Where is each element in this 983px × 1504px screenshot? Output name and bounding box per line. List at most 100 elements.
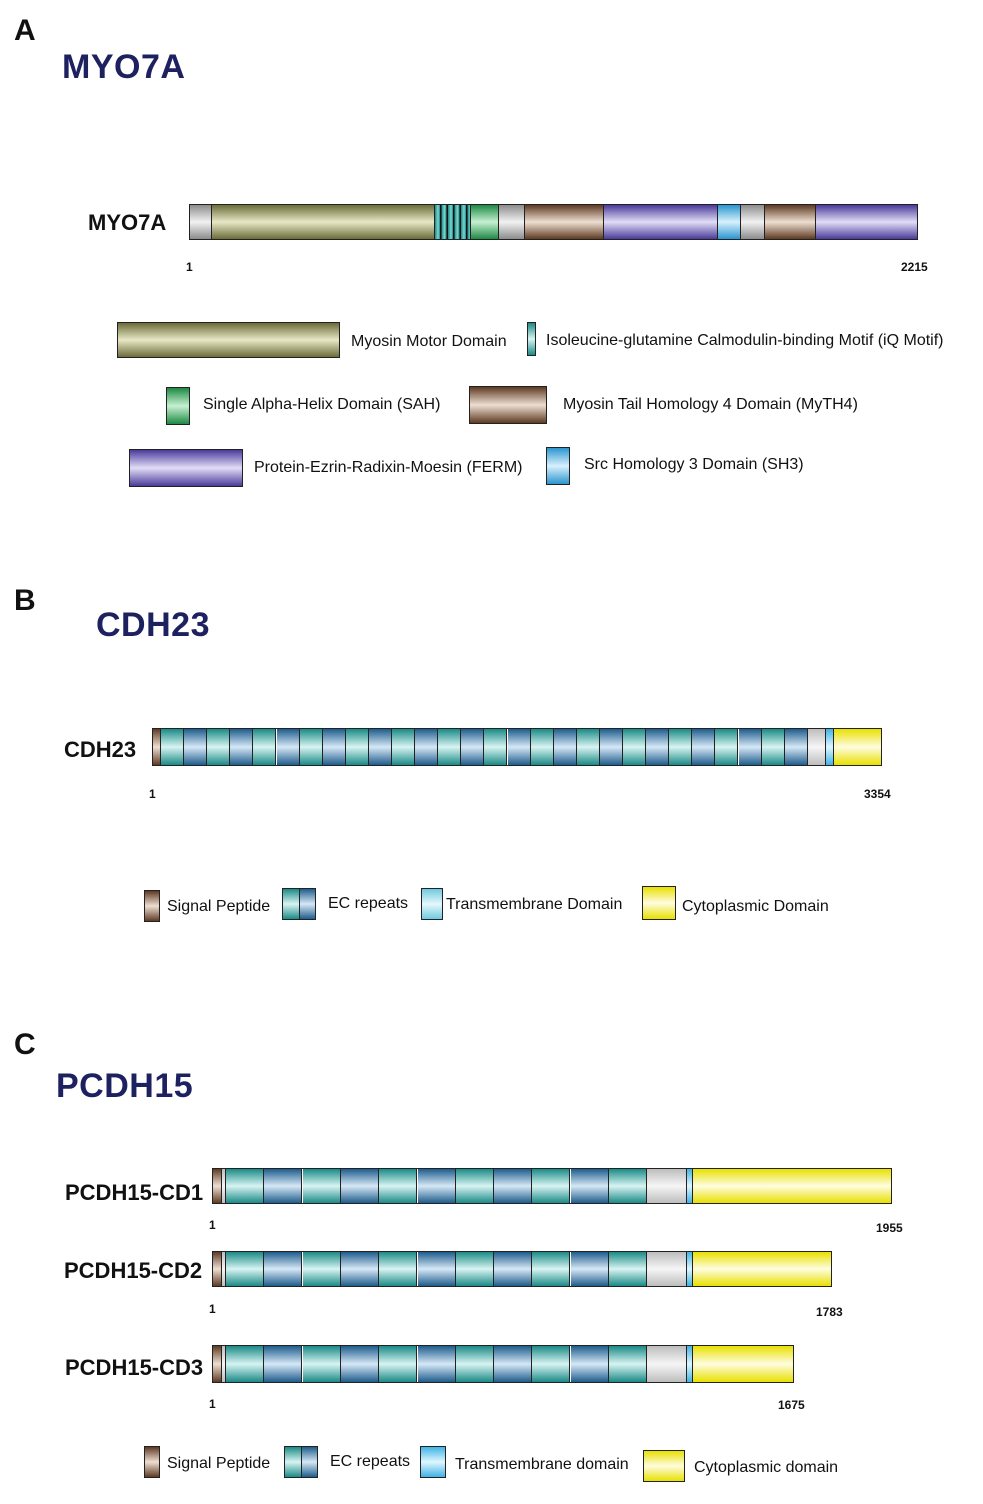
cdh23-ec-repeat (762, 729, 785, 765)
pcdh15-cytoplasmic-domain (693, 1169, 891, 1203)
cdh23-ec-repeat (600, 729, 623, 765)
cdh23-ec-repeat (739, 729, 762, 765)
legend-swatch-sah (166, 387, 190, 425)
legend-label-sh3: Src Homology 3 Domain (SH3) (584, 456, 804, 473)
pcdh15-ec-repeat (456, 1169, 494, 1203)
pcdh15-ec-repeat (264, 1169, 302, 1203)
pcdh15-ec-repeat (226, 1252, 264, 1286)
cdh23-ec-repeat (461, 729, 484, 765)
cdh23-signal-peptide (153, 729, 161, 765)
panel-a-title: MYO7A (62, 48, 186, 86)
pcdh15-cd1-domain-bar (212, 1168, 892, 1204)
legend-swatch-ferm (129, 449, 243, 487)
pcdh15-ec-repeat (341, 1169, 379, 1203)
legend-label-motor: Myosin Motor Domain (351, 333, 507, 350)
pcdh15-transmembrane-domain (687, 1169, 693, 1203)
pcdh15-ec-repeat (341, 1346, 379, 1382)
myo7a-sh3-domain (718, 205, 741, 239)
pcdh15-linker-segment (647, 1252, 687, 1286)
pcdh15-ec-repeat (532, 1252, 570, 1286)
legend-label-transmembrane: Transmembrane Domain (446, 896, 623, 913)
pcdh15-ec-repeat (264, 1252, 302, 1286)
pcdh15-ec-repeat (609, 1169, 647, 1203)
pcdh15-ec-repeat (303, 1346, 341, 1382)
cdh23-domain-bar (152, 728, 882, 766)
cdh23-ec-repeat (184, 729, 207, 765)
cdh23-ec-repeat (415, 729, 438, 765)
myo7a-ferm-domain-1 (604, 205, 718, 239)
pcdh15-linker-segment (222, 1169, 226, 1203)
pcdh15-ec-repeat (494, 1252, 532, 1286)
pcdh15-ec-repeat (609, 1346, 647, 1382)
panel-letter-c: C (14, 1028, 36, 1061)
pcdh15-cd2-end-position: 1783 (816, 1305, 843, 1319)
panel-letter-b: B (14, 584, 36, 617)
cdh23-ec-repeat (369, 729, 392, 765)
myo7a-myth4-domain-2 (765, 205, 816, 239)
cdh23-transmembrane-domain (826, 729, 834, 765)
legend-label-signal-peptide: Signal Peptide (167, 898, 271, 915)
pcdh15-signal-peptide (213, 1346, 222, 1382)
legend-swatch-cytoplasmic (642, 886, 676, 920)
pcdh15-ec-repeat (418, 1346, 456, 1382)
pcdh15-ec-repeat (494, 1346, 532, 1382)
pcdh15-ec-repeat (303, 1252, 341, 1286)
myo7a-myth4-domain-1 (525, 205, 604, 239)
legend-swatch-ec-repeats (282, 888, 316, 920)
cdh23-ec-repeat (692, 729, 715, 765)
cdh23-start-position: 1 (149, 787, 156, 801)
pcdh15-ec-repeat (226, 1169, 264, 1203)
pcdh15-cd3-domain-bar (212, 1345, 794, 1383)
pcdh15-ec-repeat (494, 1169, 532, 1203)
pcdh15-linker-segment (222, 1346, 226, 1382)
cdh23-ec-repeat (715, 729, 738, 765)
cdh23-ec-repeat (623, 729, 646, 765)
pcdh15-ec-repeat (264, 1346, 302, 1382)
legend-label-cytoplasmic: Cytoplasmic Domain (682, 898, 829, 915)
cdh23-ec-repeat (438, 729, 461, 765)
panel-c-title: PCDH15 (56, 1067, 194, 1105)
pcdh15-ec-repeat (226, 1346, 264, 1382)
pcdh15-ec-repeat (571, 1252, 609, 1286)
cdh23-end-position: 3354 (864, 787, 891, 801)
pcdh15-ec-repeat (418, 1169, 456, 1203)
cdh23-ec-repeat (484, 729, 507, 765)
pcdh15-ec-repeat (456, 1252, 494, 1286)
legend-label-ec-repeats: EC repeats (328, 895, 409, 912)
pcdh15-cd2-start-position: 1 (209, 1302, 216, 1316)
myo7a-iq-motifs (435, 205, 471, 239)
myo7a-start-position: 1 (186, 260, 193, 274)
cdh23-ec-repeat (207, 729, 230, 765)
pcdh15-linker-segment (647, 1346, 687, 1382)
pcdh15-ec-repeat (379, 1346, 417, 1382)
cdh23-cytoplasmic-domain (834, 729, 881, 765)
pcdh15-ec-repeat (571, 1346, 609, 1382)
myo7a-sah-domain (471, 205, 499, 239)
legend-swatch-iq (527, 322, 536, 356)
cdh23-ec-repeat (346, 729, 369, 765)
myo7a-row-label: MYO7A (88, 210, 167, 235)
myo7a-linker-segment (190, 205, 212, 239)
pcdh15-ec-repeat (456, 1346, 494, 1382)
cdh23-ec-repeat (161, 729, 184, 765)
cdh23-ec-repeat (577, 729, 600, 765)
pcdh15-cytoplasmic-domain (693, 1346, 793, 1382)
pcdh15-signal-peptide (213, 1252, 222, 1286)
cdh23-ec-repeat (300, 729, 323, 765)
cdh23-ec-repeat (554, 729, 577, 765)
myo7a-end-position: 2215 (901, 260, 928, 274)
myo7a-domain-bar (189, 204, 918, 240)
cdh23-ec-repeat (392, 729, 415, 765)
cdh23-ec-repeat (323, 729, 346, 765)
pcdh15-ec-repeat (532, 1346, 570, 1382)
legend-swatch-motor (117, 322, 340, 358)
myo7a-linker-segment (741, 205, 765, 239)
cdh23-ec-repeat (508, 729, 531, 765)
cdh23-row-label: CDH23 (64, 737, 137, 762)
legend-label-sah: Single Alpha-Helix Domain (SAH) (203, 396, 441, 413)
pcdh15-ec-repeat (609, 1252, 647, 1286)
legend-c-label-transmembrane: Transmembrane domain (455, 1456, 629, 1473)
legend-swatch-sh3 (546, 447, 570, 485)
pcdh15-linker-segment (222, 1252, 226, 1286)
pcdh15-cd1-end-position: 1955 (876, 1221, 903, 1235)
